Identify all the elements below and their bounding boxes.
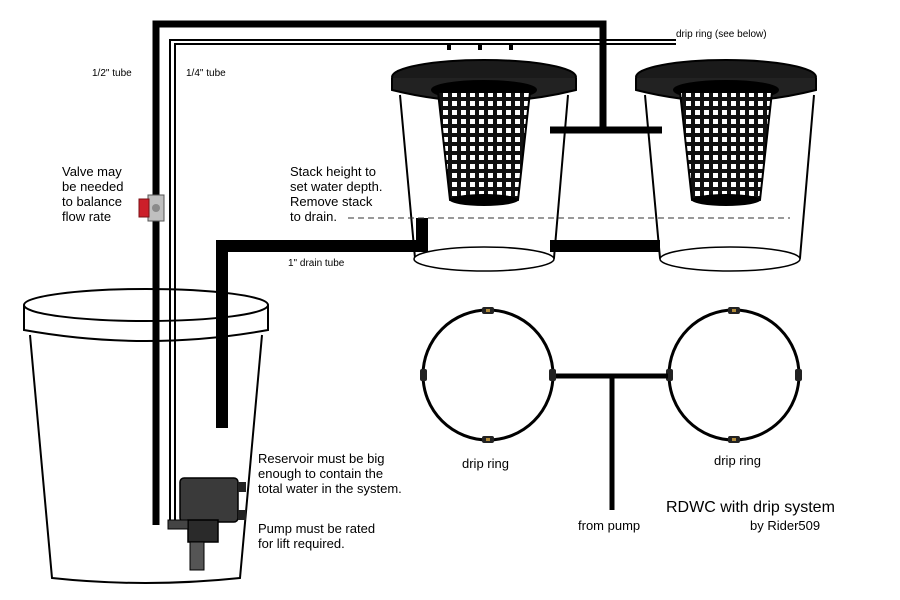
label-from-pump: from pump: [578, 518, 641, 533]
diagram-title: RDWC with drip system: [666, 499, 835, 516]
label-drain-tube: 1" drain tube: [288, 258, 345, 269]
drip-emitters-top: [447, 44, 513, 50]
label-quarter-inch-tube: 1/4" tube: [186, 68, 226, 79]
label-reservoir-note: Reservoir must be big enough to contain …: [258, 451, 402, 496]
label-drip-ring-right: drip ring: [714, 453, 761, 468]
reservoir-bucket: [23, 288, 269, 584]
diagram-author: by Rider509: [750, 518, 821, 533]
label-valve-note: Valve may be needed to balance flow rate: [62, 164, 124, 224]
label-pump-note: Pump must be rated for lift required.: [258, 521, 376, 551]
label-drip-ring-see-below: drip ring (see below): [676, 29, 767, 40]
net-pot-right: [678, 91, 774, 206]
drip-ring-left-graphic: [420, 307, 556, 443]
net-pot-left: [436, 91, 532, 206]
label-stack-note: Stack height to set water depth. Remove …: [290, 164, 383, 224]
half-inch-feed-tube: [152, 20, 662, 525]
pump: [167, 477, 246, 571]
drip-feed-line: [556, 373, 668, 510]
valve: [138, 194, 165, 222]
drip-ring-right-graphic: [666, 307, 802, 443]
label-half-inch-tube: 1/2" tube: [92, 68, 132, 79]
drain-tube: [216, 218, 660, 428]
label-drip-ring-left: drip ring: [462, 456, 509, 471]
